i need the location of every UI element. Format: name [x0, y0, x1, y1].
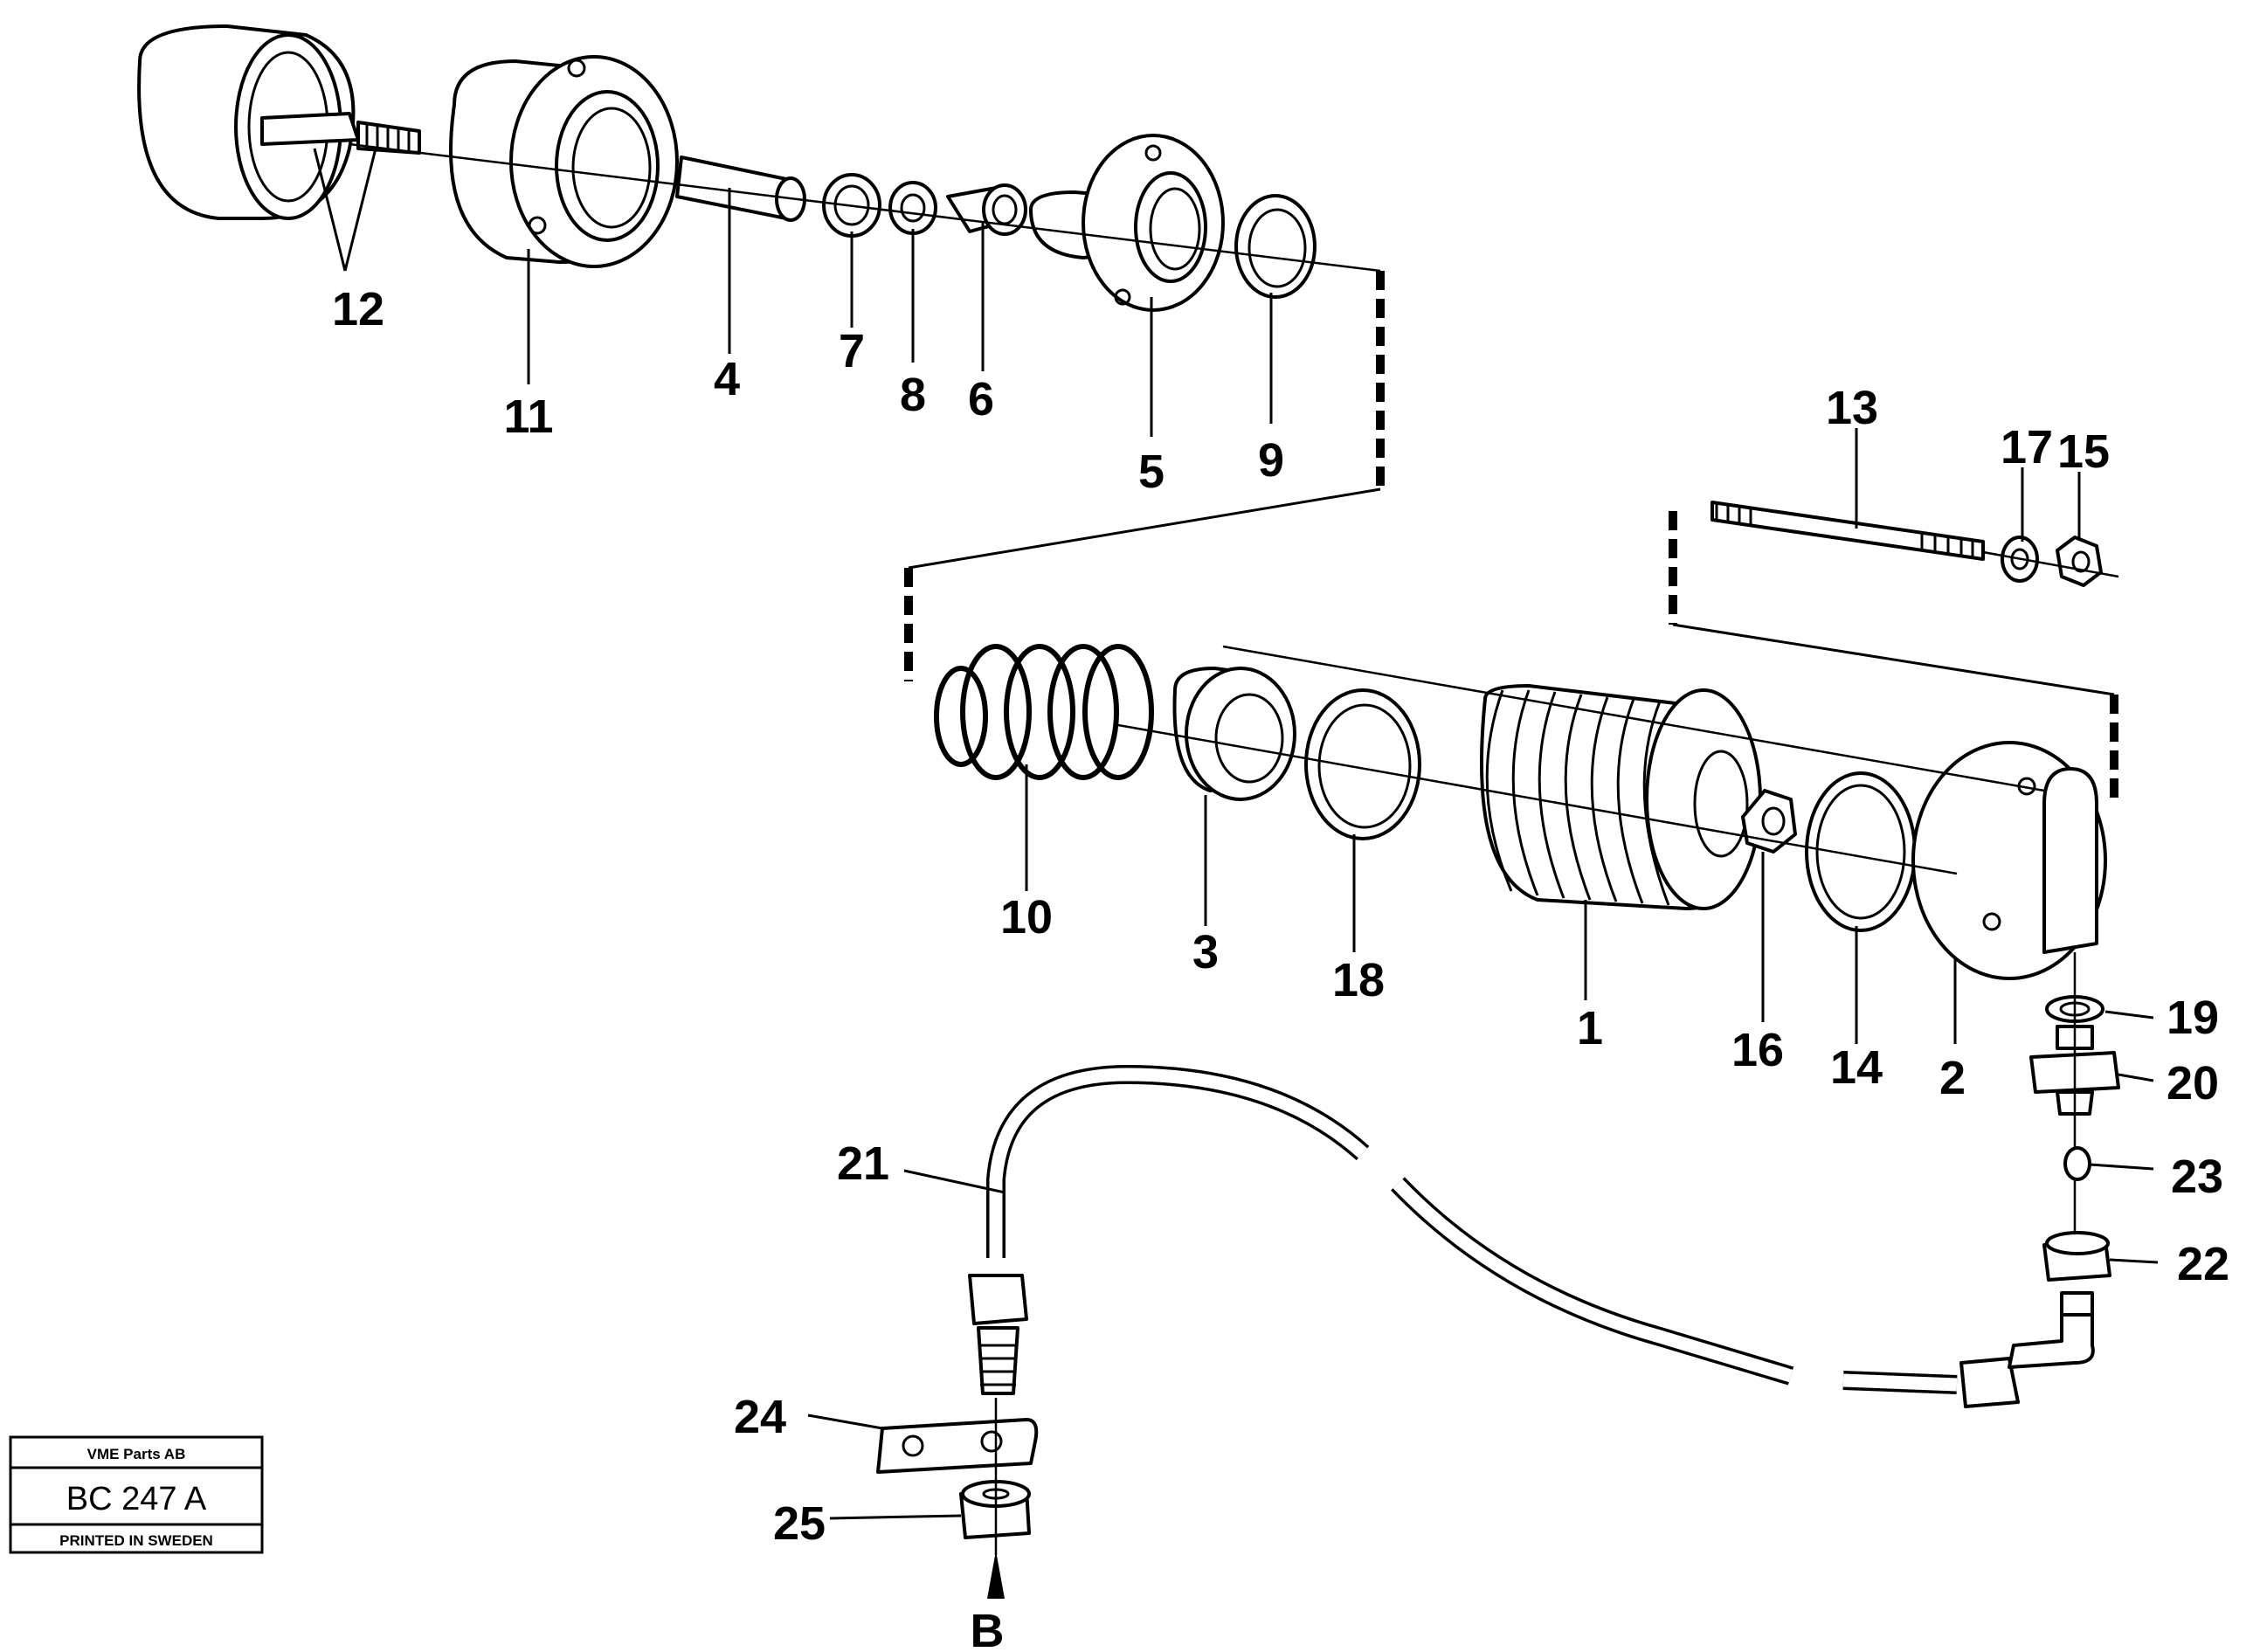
label-18: 18	[1332, 954, 1385, 1006]
stamp-company: VME Parts AB	[87, 1446, 186, 1462]
part-16-nut	[1741, 789, 1797, 854]
part-21-hose	[968, 1064, 2095, 1408]
leader-lines	[313, 148, 2159, 1520]
label-1: 1	[1577, 1002, 1603, 1054]
label-21: 21	[837, 1137, 889, 1190]
connector-line-mid	[908, 487, 1381, 570]
label-b: B	[971, 1605, 1005, 1652]
stamp-printed: PRINTED IN SWEDEN	[59, 1532, 213, 1549]
part-11-housing	[449, 55, 679, 268]
part-2-end-cover	[1911, 741, 2107, 980]
label-9: 9	[1258, 434, 1284, 487]
stamp-code: BC 247 A	[66, 1481, 207, 1517]
part-12-cover-and-pushrod	[137, 24, 421, 220]
part-10-spring	[934, 644, 1154, 780]
label-25: 25	[773, 1497, 826, 1550]
label-5: 5	[1138, 446, 1165, 498]
part-3-piston	[1172, 667, 1296, 801]
label-23: 23	[2171, 1151, 2223, 1203]
arrow-b-icon	[987, 1551, 1005, 1599]
label-2: 2	[1939, 1052, 1966, 1104]
label-6: 6	[968, 373, 994, 425]
part-13-stud	[1710, 501, 1985, 561]
label-8: 8	[900, 369, 926, 421]
part-8-ring	[888, 181, 937, 235]
middle-row-upper-axis	[1222, 645, 2045, 792]
part-1-bellows	[1480, 684, 1762, 910]
part-14-ring	[1805, 771, 1917, 932]
part-5-flange	[1029, 134, 1225, 312]
label-14: 14	[1830, 1041, 1883, 1094]
part-9-seal	[1234, 194, 1317, 299]
label-7: 7	[839, 325, 865, 377]
part-24-bracket	[876, 1418, 1039, 1474]
part-20-union	[2029, 1025, 2120, 1116]
part-4-pin	[675, 156, 806, 222]
label-24: 24	[734, 1391, 786, 1443]
label-20: 20	[2167, 1057, 2219, 1109]
label-22: 22	[2177, 1238, 2229, 1290]
part-15-nut	[2056, 536, 2103, 587]
label-15: 15	[2057, 425, 2110, 478]
middle-row-axis	[1117, 723, 1958, 875]
label-13: 13	[1826, 382, 1878, 434]
label-11: 11	[503, 391, 553, 443]
label-3: 3	[1192, 926, 1219, 978]
part-18-ring	[1304, 688, 1421, 840]
label-16: 16	[1731, 1024, 1784, 1076]
stamp-box: VME Parts AB BC 247 A PRINTED IN SWEDEN	[9, 1435, 264, 1554]
top-row-axis	[349, 142, 1381, 273]
part-23-olive	[2063, 1146, 2091, 1181]
label-10: 10	[1000, 891, 1053, 944]
label-12: 12	[332, 283, 384, 335]
label-17: 17	[2001, 421, 2053, 473]
stud-axis	[1982, 550, 2119, 578]
part-22-nut	[2042, 1231, 2111, 1282]
label-4: 4	[714, 353, 740, 405]
stud-line	[1672, 623, 2115, 696]
label-19: 19	[2167, 992, 2219, 1044]
